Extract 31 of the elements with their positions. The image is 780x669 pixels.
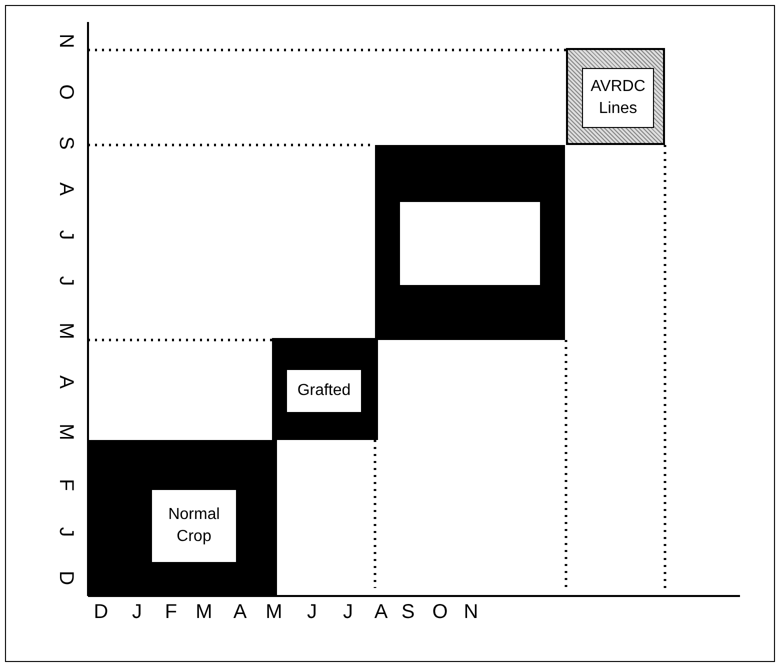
axis-tick-label: M [264, 602, 284, 622]
axis-tick-label: A [232, 602, 248, 622]
axis-tick-label: S [400, 602, 416, 622]
block-label: AVRDC Lines [590, 77, 646, 119]
axis-tick-label: M [56, 322, 76, 341]
axis-tick-label: J [56, 275, 76, 288]
axis-tick-label: A [373, 602, 389, 622]
axis-tick-label: F [164, 602, 178, 622]
axis-tick-label: S [56, 135, 76, 152]
axis-tick-label: M [56, 422, 76, 442]
axis-tick-label: O [431, 602, 449, 622]
axis-tick-label: N [56, 32, 76, 50]
axis-tick-label: D [56, 570, 76, 588]
block-label: Normal Crop [167, 505, 221, 547]
empty-period-block [375, 145, 565, 340]
axis-tick-label: J [342, 602, 354, 622]
period-block [272, 338, 378, 440]
axis-tick-label: A [56, 374, 76, 391]
period-block [566, 48, 665, 145]
axis-tick-label: J [306, 602, 318, 622]
axis-tick-label: J [56, 526, 76, 539]
axis-tick-label: J [56, 229, 76, 242]
block-label: Grafted [297, 381, 351, 401]
axis-tick-label: D [92, 602, 110, 622]
axis-tick-label: A [56, 181, 76, 198]
axis-tick-label: J [131, 602, 143, 622]
period-block [88, 440, 277, 596]
axis-tick-label: F [56, 478, 76, 494]
axis-tick-label: N [462, 602, 480, 622]
axis-tick-label: M [194, 602, 214, 622]
axis-tick-label: O [56, 83, 76, 102]
